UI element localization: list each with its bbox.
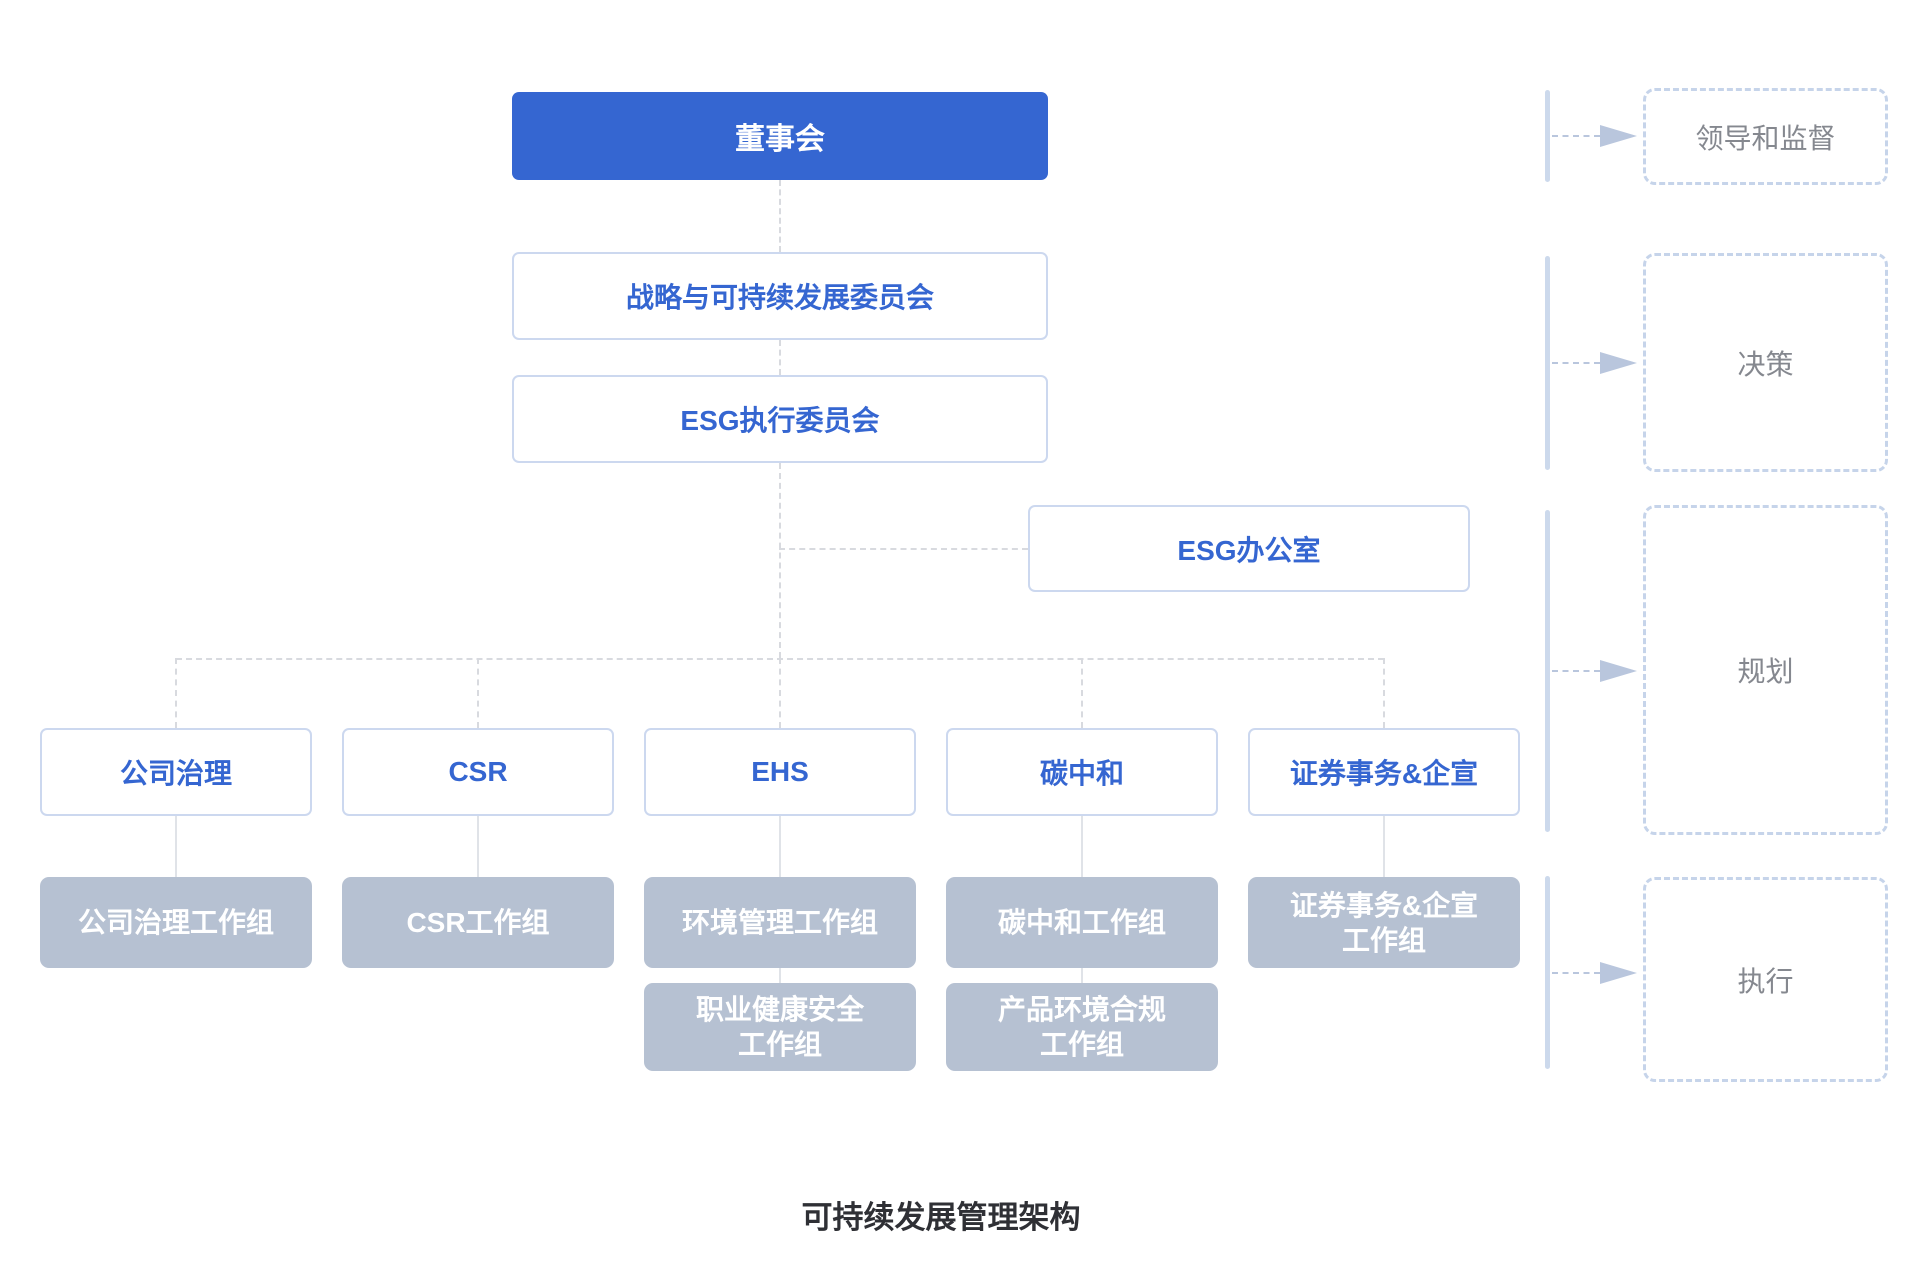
workgroup-product-env-compliance-label: 产品环境合规 工作组 [998,992,1166,1062]
workgroup-governance-box: 公司治理工作组 [40,877,312,968]
arrow-line-decision [1552,362,1600,364]
esg-office-label: ESG办公室 [1177,534,1321,566]
dept-carbon-neutral-label: 碳中和 [1039,758,1124,789]
board-of-directors-box: 董事会 [512,92,1048,180]
connector-board-to-strategy [779,180,781,252]
workgroup-carbon-neutral-box: 碳中和工作组 [946,877,1218,968]
connector-drop-ehs [779,658,781,728]
workgroup-occupational-health-label: 职业健康安全 工作组 [696,992,864,1062]
rail-bar-planning [1545,510,1550,832]
stage-leadership-label: 领导和监督 [1695,122,1836,154]
arrow-right-icon [1600,962,1637,984]
arrow-line-execution [1552,972,1600,974]
dept-csr-box: CSR [342,728,614,816]
stage-box-leadership: 领导和监督 [1643,88,1888,185]
workgroup-securities-pr-box: 证券事务&企宣 工作组 [1248,877,1520,968]
dept-governance-box: 公司治理 [40,728,312,816]
arrow-line-leadership [1552,135,1600,137]
workgroup-csr-label: CSR工作组 [406,907,550,938]
workgroup-securities-pr-line2: 工作组 [1341,924,1426,956]
connector-ehs-workgroup [779,816,781,877]
esg-exec-committee-label: ESG执行委员会 [680,405,880,436]
dept-securities-pr-label: 证券事务&企宣 [1289,758,1479,789]
connector-securities-workgroup [1383,816,1385,877]
workgroup-env-mgmt-box: 环境管理工作组 [644,877,916,968]
dept-securities-pr-box: 证券事务&企宣 [1248,728,1520,816]
connector-ehs-workgroup2 [779,968,781,983]
workgroup-occupational-health-line2: 工作组 [737,1029,822,1060]
stage-box-decision: 决策 [1643,253,1888,472]
connector-drop-governance [175,658,177,728]
workgroup-securities-pr-line1: 证券事务&企宣 [1289,889,1479,921]
dept-governance-label: 公司治理 [119,758,232,789]
workgroup-occupational-health-box: 职业健康安全 工作组 [644,983,916,1071]
workgroup-governance-label: 公司治理工作组 [77,907,274,938]
dept-carbon-neutral-box: 碳中和 [946,728,1218,816]
connector-carbon-workgroup [1081,816,1083,877]
rail-bar-leadership [1545,90,1550,182]
arrow-right-icon [1600,660,1637,682]
connector-to-esg-office [779,548,1028,550]
esg-office-box: ESG办公室 [1028,505,1470,592]
stage-execution-label: 执行 [1737,965,1794,997]
strategy-sustainability-committee-box: 战略与可持续发展委员会 [512,252,1048,340]
connector-drop-securities [1383,658,1385,728]
strategy-sustainability-committee-label: 战略与可持续发展委员会 [625,282,934,313]
board-of-directors-label: 董事会 [735,123,825,156]
workgroup-product-env-compliance-box: 产品环境合规 工作组 [946,983,1218,1071]
workgroup-product-env-compliance-line2: 工作组 [1039,1029,1124,1060]
workgroup-csr-box: CSR工作组 [342,877,614,968]
dept-ehs-label: EHS [751,756,809,787]
connector-drop-csr [477,658,479,728]
stage-decision-label: 决策 [1737,348,1794,380]
rail-bar-execution [1545,876,1550,1069]
workgroup-env-mgmt-label: 环境管理工作组 [681,907,878,938]
workgroup-carbon-neutral-label: 碳中和工作组 [997,907,1166,938]
diagram-caption: 可持续发展管理架构 [801,1200,1081,1235]
connector-exec-to-depts [779,463,781,658]
dept-csr-label: CSR [448,756,508,787]
rail-bar-decision [1545,256,1550,470]
dept-ehs-box: EHS [644,728,916,816]
connector-drop-carbon [1081,658,1083,728]
arrow-line-planning [1552,670,1600,672]
workgroup-product-env-compliance-line1: 产品环境合规 [997,994,1166,1025]
connector-strategy-to-exec [779,340,781,375]
workgroup-occupational-health-line1: 职业健康安全 [695,994,864,1025]
stage-box-execution: 执行 [1643,877,1888,1082]
connector-carbon-workgroup2 [1081,968,1083,983]
arrow-right-icon [1600,352,1637,374]
workgroup-securities-pr-label: 证券事务&企宣 工作组 [1290,888,1478,958]
connector-governance-workgroup [175,816,177,877]
esg-exec-committee-box: ESG执行委员会 [512,375,1048,463]
arrow-right-icon [1600,125,1637,147]
connector-csr-workgroup [477,816,479,877]
stage-box-planning: 规划 [1643,505,1888,835]
stage-planning-label: 规划 [1737,656,1794,687]
